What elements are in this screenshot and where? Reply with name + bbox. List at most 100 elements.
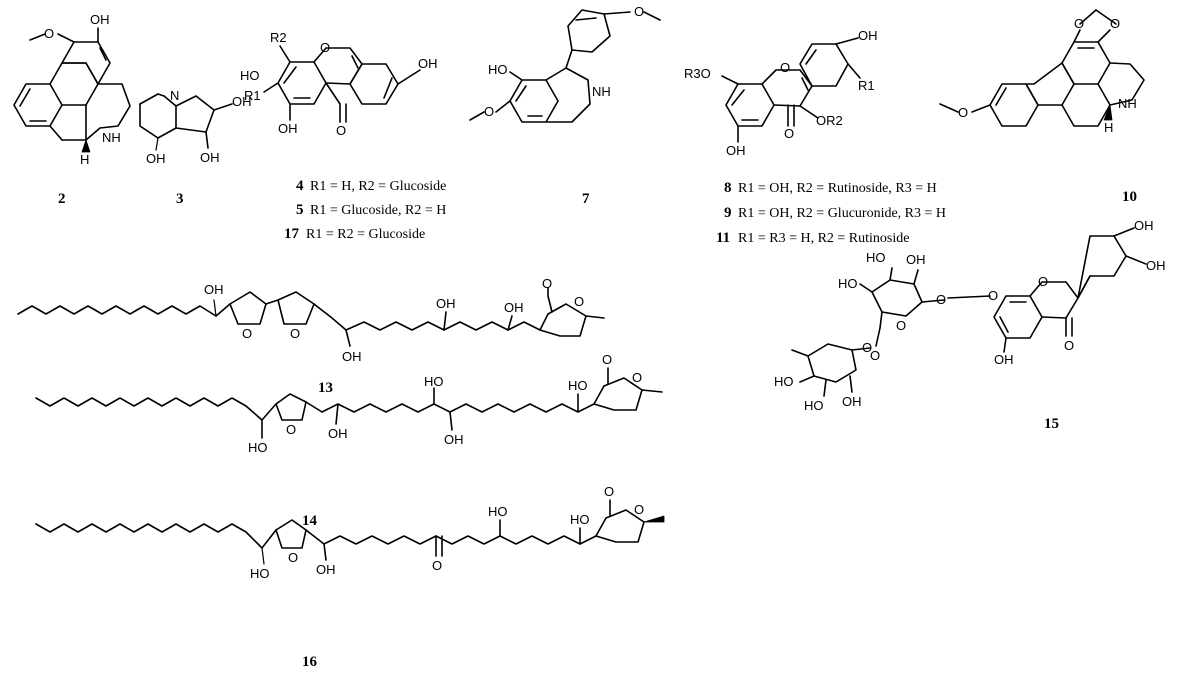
compound-number-3: 3 <box>176 191 184 207</box>
label-o: O <box>634 4 644 19</box>
label-nh: NH <box>102 130 121 145</box>
label-oh: OH <box>444 432 464 447</box>
label-o: O <box>632 370 642 385</box>
structure-flavonol-8-9-11 <box>721 37 861 143</box>
structure-compound-3 <box>139 93 233 151</box>
label-h: H <box>1104 120 1113 135</box>
label-oh: OH <box>504 300 524 315</box>
caption-5-number: 5 <box>296 202 304 218</box>
label-o: O <box>286 422 296 437</box>
label-o: O <box>290 326 300 341</box>
caption-8-number: 8 <box>724 180 732 196</box>
label-o: O <box>242 326 252 341</box>
compound-number-16: 16 <box>302 654 318 670</box>
label-r1: R1 <box>858 78 875 93</box>
caption-9-number: 9 <box>724 205 732 221</box>
label-o: O <box>1064 338 1074 353</box>
caption-4-text: R1 = H, R2 = Glucoside <box>310 179 446 194</box>
label-o: O <box>780 60 790 75</box>
label-o: O <box>288 550 298 565</box>
label-o: O <box>484 104 494 119</box>
label-oh: OH <box>1134 218 1154 233</box>
label-o: O <box>1110 16 1120 31</box>
label-o: O <box>896 318 906 333</box>
label-oh: OH <box>1146 258 1166 273</box>
label-o: O <box>870 348 880 363</box>
label-ho: HO <box>570 512 590 527</box>
compound-number-14: 14 <box>302 513 318 529</box>
label-oh: OH <box>90 12 110 27</box>
label-oh: OH <box>200 150 220 165</box>
structure-flavone-4-5-17 <box>263 45 421 123</box>
structure-compound-13 <box>17 287 605 347</box>
label-nh: NH <box>592 84 611 99</box>
structure-compound-16 <box>35 499 665 565</box>
label-oh: OH <box>906 252 926 267</box>
label-ho: HO <box>250 566 270 581</box>
label-oh: OH <box>726 143 746 158</box>
label-r3o: R3O <box>684 66 711 81</box>
label-ho: HO <box>568 378 588 393</box>
label-ho: HO <box>488 504 508 519</box>
label-o: O <box>958 105 968 120</box>
label-oh: OH <box>436 296 456 311</box>
compound-number-15: 15 <box>1044 416 1059 432</box>
caption-11-number: 11 <box>716 230 730 246</box>
label-o: O <box>432 558 442 573</box>
compound-number-13: 13 <box>318 380 333 396</box>
label-o: O <box>1074 16 1084 31</box>
label-o: O <box>988 288 998 303</box>
label-ho: HO <box>804 398 824 413</box>
caption-4-number: 4 <box>296 178 304 194</box>
label-r1: R1 <box>244 88 261 103</box>
structure-compound-15 <box>791 227 1147 397</box>
label-nh: NH <box>1118 96 1137 111</box>
label-n: N <box>170 88 179 103</box>
compound-number-2: 2 <box>58 191 66 207</box>
caption-9-text: R1 = OH, R2 = Glucuronide, R3 = H <box>738 206 946 221</box>
caption-5-text: R1 = Glucoside, R2 = H <box>310 203 446 218</box>
label-o: O <box>634 502 644 517</box>
caption-17-number: 17 <box>284 226 300 242</box>
label-ho: HO <box>774 374 794 389</box>
compound-number-7: 7 <box>582 191 590 207</box>
label-oh: OH <box>342 349 362 364</box>
compound-number-10: 10 <box>1122 189 1137 205</box>
label-o: O <box>336 123 346 138</box>
caption-17-text: R1 = R2 = Glucoside <box>306 227 425 242</box>
label-or2: OR2 <box>816 113 843 128</box>
label-oh: OH <box>994 352 1014 367</box>
label-oh: OH <box>328 426 348 441</box>
caption-11-text: R1 = R3 = H, R2 = Rutinoside <box>738 231 909 246</box>
label-oh: OH <box>316 562 336 577</box>
label-oh: OH <box>842 394 862 409</box>
structure-compound-14 <box>35 367 663 439</box>
label-ho: HO <box>488 62 508 77</box>
label-o: O <box>542 276 552 291</box>
label-o: O <box>604 484 614 499</box>
label-o: O <box>1038 274 1048 289</box>
label-oh: OH <box>146 151 166 166</box>
label-ho: HO <box>240 68 260 83</box>
label-ho: HO <box>248 440 268 455</box>
label-oh: OH <box>278 121 298 136</box>
label-o: O <box>936 292 946 307</box>
label-oh: OH <box>858 28 878 43</box>
label-oh: OH <box>418 56 438 71</box>
label-ho: HO <box>424 374 444 389</box>
label-oh: OH <box>204 282 224 297</box>
caption-8-text: R1 = OH, R2 = Rutinoside, R3 = H <box>738 181 937 196</box>
label-h: H <box>80 152 89 167</box>
label-o: O <box>784 126 794 141</box>
label-o: O <box>44 26 54 41</box>
label-o: O <box>320 40 330 55</box>
structure-compound-10 <box>939 9 1145 127</box>
label-oh: OH <box>232 94 252 109</box>
label-o: O <box>862 340 872 355</box>
label-ho: HO <box>866 250 886 265</box>
label-r2: R2 <box>270 30 287 45</box>
label-o: O <box>602 352 612 367</box>
label-ho: HO <box>838 276 858 291</box>
structure-compound-7 <box>469 9 661 123</box>
